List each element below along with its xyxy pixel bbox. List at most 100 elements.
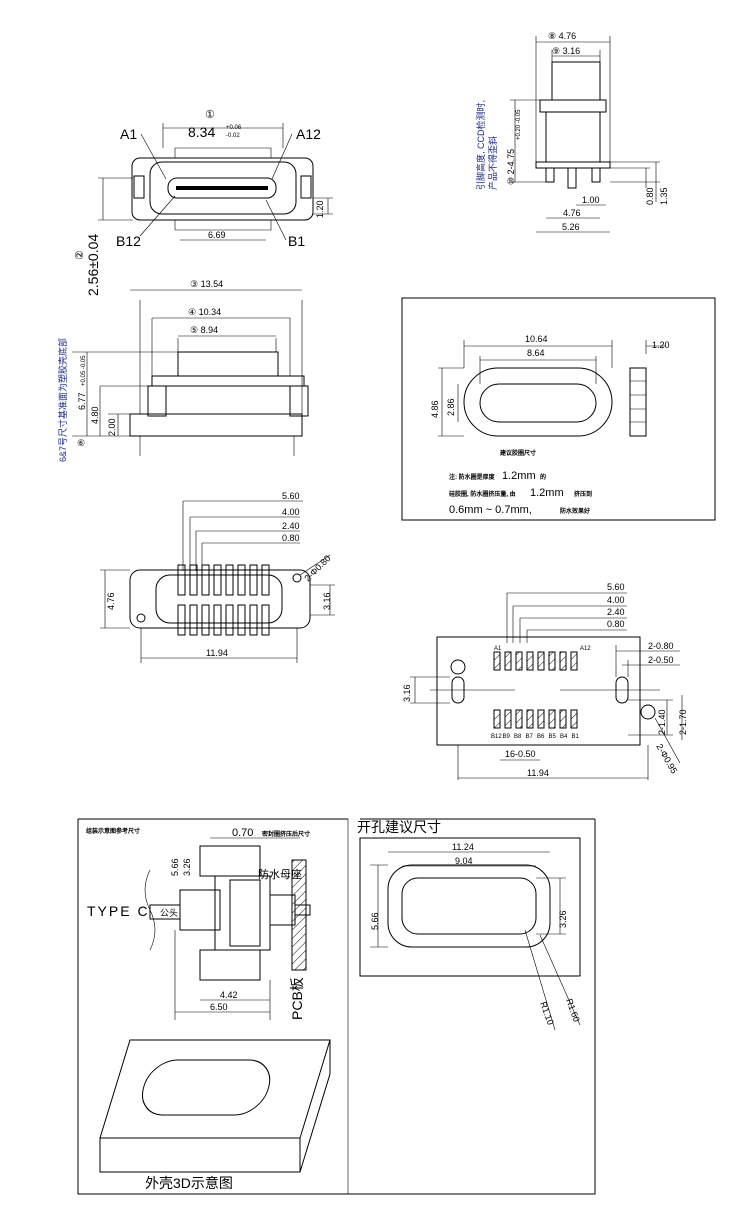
cutout-panel: 开孔建议尺寸 11.24 9.04 5.66 3.26 R1.60 R1.10 [347, 819, 582, 1194]
dim-label: 2-Φ0.80 [302, 553, 332, 583]
pin [189, 604, 198, 636]
pin [201, 564, 210, 596]
gasket-title: 建议胶圈尺寸 [500, 449, 536, 457]
pcb-outline [436, 636, 641, 746]
dim-label: ⑤ 8.94 [190, 325, 218, 335]
dim-label: 4.86 [430, 400, 440, 418]
gasket-frame [401, 297, 716, 521]
pin [237, 564, 246, 596]
pin-label: B5 [549, 734, 557, 740]
tolerance: +0.20 -0.05 [516, 109, 522, 140]
left-tab [133, 175, 145, 199]
dim-label: 2.56±0.04 [85, 234, 101, 296]
dim-label: 1.00 [582, 195, 600, 205]
note-text: 1.2mm [502, 470, 536, 482]
contacts [176, 186, 268, 190]
pin-label: B12 [491, 734, 502, 740]
dim-label: 11.24 [452, 842, 474, 852]
type-c-label: TYPE C [87, 903, 150, 919]
pcb-label: PCB板 [289, 977, 305, 1020]
tongue [167, 177, 277, 199]
dim-label: 5.26 [562, 222, 580, 232]
tolerance: +0.05 -0.05 [81, 355, 87, 386]
dim-label: 11.94 [527, 768, 549, 778]
dim-label: ⑧ 4.76 [548, 31, 576, 41]
pin-label: A12 [580, 646, 591, 652]
datum-note: 6&7号尺寸基准面为塑胶壳底部 [57, 338, 68, 462]
dim-label: ① [205, 109, 215, 121]
pin [177, 604, 186, 636]
dim-label: 1.20 [652, 340, 670, 350]
dim-label: 3.16 [402, 684, 412, 702]
note-text: 1.2mm [530, 487, 564, 499]
pin-label: B7 [526, 734, 534, 740]
pin [213, 604, 222, 636]
dim-label: 5.66 [370, 912, 380, 930]
pad [526, 709, 534, 729]
plug-label: 公头 [160, 908, 178, 918]
dim-label: 16-0.50 [505, 749, 536, 759]
pad [570, 709, 578, 729]
cutout-inner [401, 877, 537, 935]
right-tab [300, 175, 312, 199]
pin [213, 564, 222, 596]
pad [537, 651, 545, 671]
pin [261, 604, 270, 636]
seal-note: 密封圈挤压后尺寸 [262, 830, 310, 838]
dim-label: 10.64 [525, 334, 548, 344]
pad [526, 651, 534, 671]
pin [261, 564, 270, 596]
note-text: 挤压到 [574, 490, 592, 498]
dim-label: 4.76 [106, 592, 116, 610]
pin-label: B8 [514, 734, 522, 740]
pin-label: B12 [116, 233, 141, 249]
shell-outline [131, 157, 314, 221]
pin-label: A1 [120, 126, 137, 142]
dim-label: 2.00 [107, 418, 117, 436]
pad [559, 651, 567, 671]
dim-label: 3.16 [322, 592, 332, 610]
pad [493, 651, 501, 671]
front-view: ① 8.34 +0.06 -0.02 A1 A12 B12 B1 6.69 1.… [74, 109, 333, 296]
dim-label: 3.26 [558, 910, 568, 928]
dim-label: 6.50 [210, 1002, 228, 1012]
dim-label: 1.35 [659, 187, 669, 205]
pad [548, 651, 556, 671]
pin-label: B9 [503, 734, 511, 740]
pin [249, 604, 258, 636]
dim-label: 3.26 [182, 858, 192, 876]
pin [201, 604, 210, 636]
pin-label: B1 [288, 233, 305, 249]
note-text: 注: 防水圈是厚度 [449, 473, 496, 481]
dim-label: ④ 10.34 [188, 307, 221, 317]
note-text: 防水效果好 [560, 507, 590, 515]
pin [249, 564, 258, 596]
dim-label: 1.20 [315, 200, 325, 218]
assembly-panel: 组装示意图参考尺寸 0.70 密封圈挤压后尺寸 5.66 3.26 防水母座 T… [77, 818, 596, 1195]
shell-3d [99, 1039, 331, 1173]
ccd-note: 产品不得歪斜 [487, 136, 498, 190]
pin-label: B1 [572, 734, 580, 740]
assembly-title: 组装示意图参考尺寸 [86, 827, 140, 835]
dim-label: 8.64 [527, 348, 545, 358]
gasket-panel: 10.64 8.64 1.20 4.86 2.86 建议胶圈尺寸 注: 防水圈是… [401, 297, 716, 521]
dim-label: R1.10 [538, 1000, 556, 1026]
pad [504, 709, 512, 729]
dim-label: 0.80 [607, 619, 625, 629]
pad [537, 709, 545, 729]
receptacle-label: 防水母座 [258, 867, 302, 881]
dim-label: ⑩ 2-4.75 [506, 149, 516, 185]
dim-label: R1.60 [564, 997, 582, 1023]
side-view: ③ 13.54 ④ 10.34 ⑤ 8.94 ⑥ 6.77 +0.05 -0.0… [57, 279, 309, 462]
pad [559, 709, 567, 729]
dim-label: 11.94 [206, 648, 228, 658]
dim-label: 4.80 [90, 406, 100, 424]
pin [237, 604, 246, 636]
dim-label: 0.80 [645, 187, 655, 205]
pad [493, 709, 501, 729]
pad [504, 651, 512, 671]
dim-label: 9.04 [455, 856, 473, 866]
dim-label: 6.69 [208, 230, 226, 240]
cutout-outer [387, 864, 551, 948]
dim-label: 2-1.70 [678, 709, 688, 735]
